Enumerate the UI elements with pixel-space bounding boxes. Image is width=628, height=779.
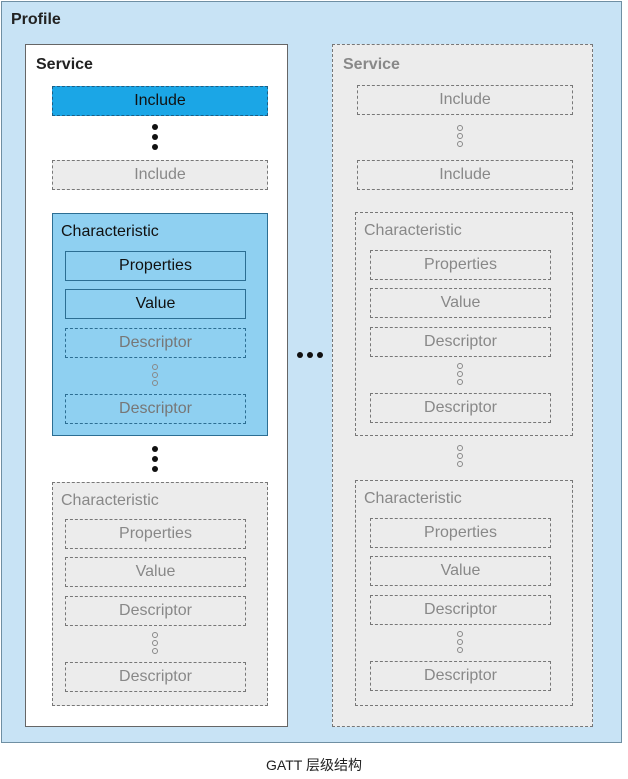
value-label: Value bbox=[135, 295, 176, 312]
vertical-ellipsis-icon bbox=[457, 631, 463, 655]
characteristic-title: Characteristic bbox=[364, 222, 462, 239]
descriptor-box: Descriptor bbox=[370, 661, 551, 691]
include-box-active: Include bbox=[52, 86, 268, 116]
characteristic-title: Characteristic bbox=[364, 490, 462, 507]
descriptor-label: Descriptor bbox=[119, 400, 192, 417]
figure-caption: GATT 层级结构 bbox=[266, 757, 362, 773]
properties-label: Properties bbox=[424, 524, 497, 541]
vertical-ellipsis-icon bbox=[457, 363, 463, 387]
descriptor-box: Descriptor bbox=[65, 596, 246, 626]
properties-box: Properties bbox=[65, 251, 246, 281]
value-label: Value bbox=[135, 563, 176, 580]
include-box: Include bbox=[357, 85, 573, 115]
value-box: Value bbox=[65, 289, 246, 319]
service-title: Service bbox=[36, 56, 93, 73]
value-label: Value bbox=[440, 562, 481, 579]
characteristic-ghost: Characteristic Properties Value Descript… bbox=[355, 212, 573, 436]
include-label: Include bbox=[134, 166, 186, 183]
vertical-ellipsis-icon bbox=[457, 125, 463, 149]
value-box: Value bbox=[370, 556, 551, 586]
value-box: Value bbox=[65, 557, 246, 587]
include-label: Include bbox=[439, 166, 491, 183]
descriptor-label: Descriptor bbox=[119, 668, 192, 685]
value-label: Value bbox=[440, 294, 481, 311]
descriptor-label: Descriptor bbox=[119, 602, 192, 619]
properties-label: Properties bbox=[119, 257, 192, 274]
descriptor-box: Descriptor bbox=[65, 662, 246, 692]
descriptor-box: Descriptor bbox=[65, 328, 246, 358]
descriptor-label: Descriptor bbox=[424, 333, 497, 350]
include-label: Include bbox=[439, 91, 491, 108]
properties-label: Properties bbox=[119, 525, 192, 542]
descriptor-label: Descriptor bbox=[424, 667, 497, 684]
descriptor-box: Descriptor bbox=[370, 327, 551, 357]
properties-box: Properties bbox=[65, 519, 246, 549]
value-box: Value bbox=[370, 288, 551, 318]
descriptor-label: Descriptor bbox=[119, 334, 192, 351]
characteristic-active: Characteristic Properties Value Descript… bbox=[52, 213, 268, 436]
descriptor-label: Descriptor bbox=[424, 399, 497, 416]
characteristic-title: Characteristic bbox=[61, 223, 159, 240]
vertical-ellipsis-icon bbox=[152, 632, 158, 656]
properties-box: Properties bbox=[370, 250, 551, 280]
vertical-ellipsis-icon bbox=[152, 364, 158, 388]
descriptor-box: Descriptor bbox=[370, 393, 551, 423]
horizontal-ellipsis-icon bbox=[297, 345, 327, 358]
include-box: Include bbox=[52, 160, 268, 190]
service-title: Service bbox=[343, 56, 400, 73]
properties-label: Properties bbox=[424, 256, 497, 273]
descriptor-box: Descriptor bbox=[65, 394, 246, 424]
characteristic-ghost: Characteristic Properties Value Descript… bbox=[355, 480, 573, 706]
vertical-ellipsis-icon bbox=[152, 446, 158, 476]
characteristic-title: Characteristic bbox=[61, 492, 159, 509]
properties-box: Properties bbox=[370, 518, 551, 548]
vertical-ellipsis-icon bbox=[457, 445, 463, 469]
profile-title: Profile bbox=[11, 11, 61, 28]
include-label: Include bbox=[134, 92, 186, 109]
descriptor-box: Descriptor bbox=[370, 595, 551, 625]
descriptor-label: Descriptor bbox=[424, 601, 497, 618]
characteristic-ghost: Characteristic Properties Value Descript… bbox=[52, 482, 268, 706]
vertical-ellipsis-icon bbox=[152, 124, 158, 154]
include-box: Include bbox=[357, 160, 573, 190]
